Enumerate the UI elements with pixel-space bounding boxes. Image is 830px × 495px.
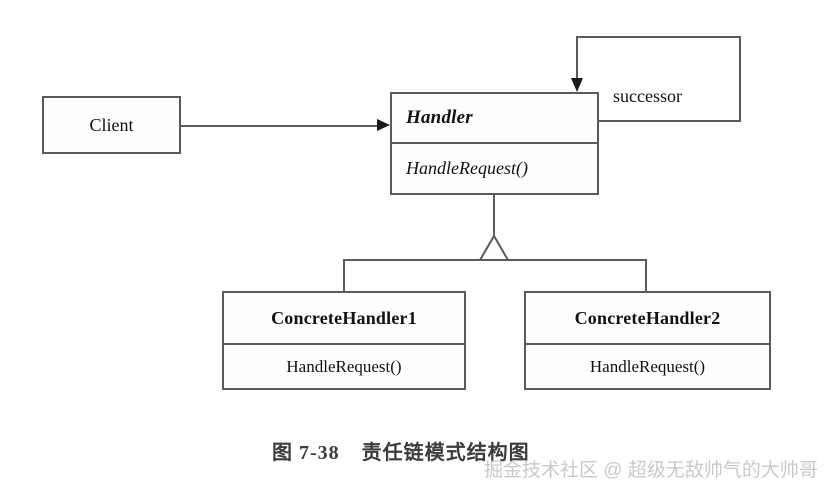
class-operation-concrete-handler-1-handle-request: HandleRequest() xyxy=(224,343,464,388)
generalization-drop-child2 xyxy=(645,259,647,292)
successor-line-right xyxy=(739,36,741,122)
watermark-text: 掘金技术社区 @ 超级无敌帅气的大帅哥 xyxy=(484,460,818,481)
association-arrowhead-client-handler xyxy=(377,119,390,131)
figure-title: 责任链模式结构图 xyxy=(361,442,530,464)
class-name-concrete-handler-1: ConcreteHandler1 xyxy=(271,307,417,328)
figure-caption: 图 7-38 责任链模式结构图 xyxy=(272,436,530,465)
association-line-client-handler xyxy=(181,125,377,127)
class-box-client[interactable]: Client xyxy=(42,96,181,154)
class-operation-handler-handle-request: HandleRequest() xyxy=(392,142,597,193)
successor-line-out xyxy=(599,120,741,122)
class-box-concrete-handler-2[interactable]: ConcreteHandler2 HandleRequest() xyxy=(524,291,771,390)
successor-arrowhead xyxy=(571,78,583,92)
class-name-concrete-handler-2: ConcreteHandler2 xyxy=(574,307,721,328)
class-box-handler[interactable]: Handler HandleRequest() xyxy=(390,92,599,195)
generalization-triangle-icon xyxy=(478,234,510,261)
generalization-bar xyxy=(343,259,647,261)
successor-line-top xyxy=(576,36,741,38)
generalization-drop-child1 xyxy=(343,259,345,292)
class-operation-concrete-handler-2-handle-request: HandleRequest() xyxy=(526,343,769,388)
generalization-stem xyxy=(493,195,495,237)
figure-number: 图 7-38 xyxy=(272,442,340,464)
successor-line-in xyxy=(576,36,578,80)
class-box-concrete-handler-1[interactable]: ConcreteHandler1 HandleRequest() xyxy=(222,291,466,390)
class-name-client: Client xyxy=(89,114,134,135)
class-name-handler: Handler xyxy=(406,107,473,128)
association-label-successor: successor xyxy=(613,86,682,106)
